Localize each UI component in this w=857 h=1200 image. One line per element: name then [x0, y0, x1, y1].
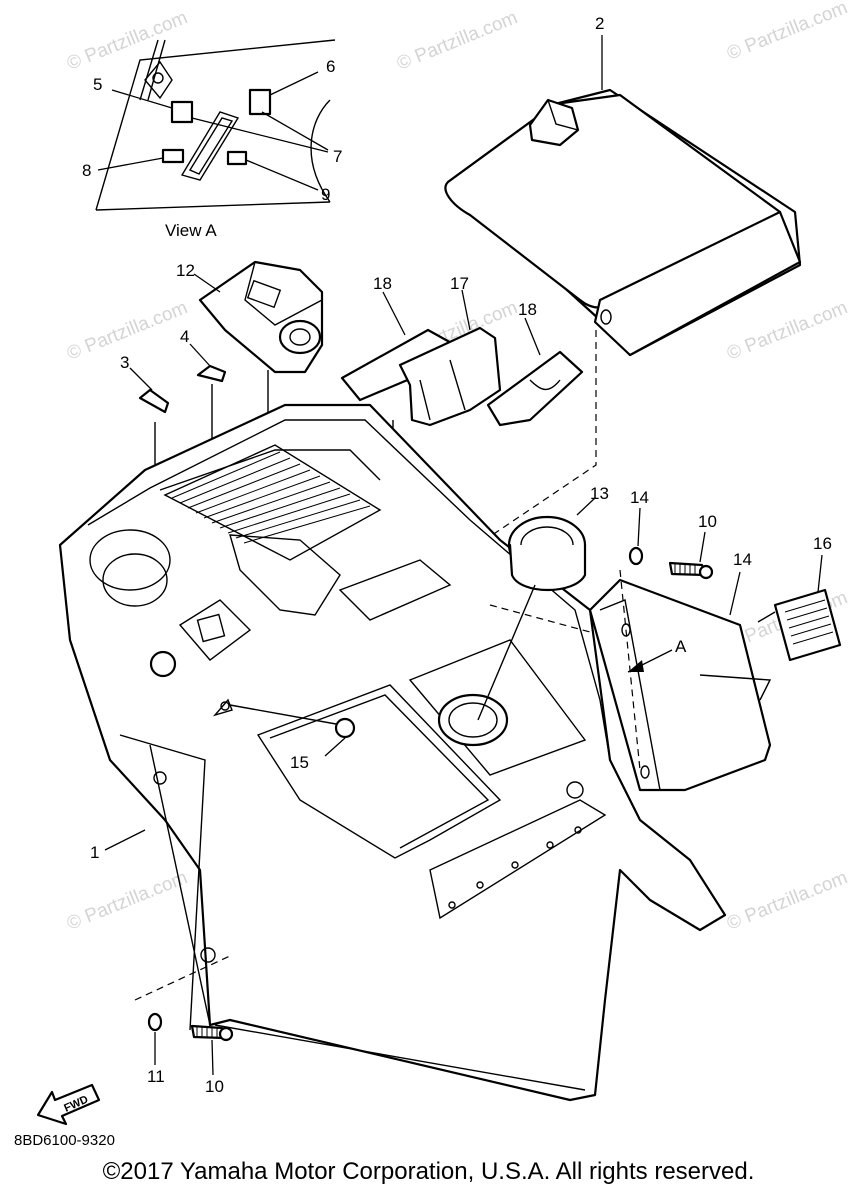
callout-11a: 14: [630, 488, 649, 507]
callout-12: 12: [176, 261, 195, 280]
part-14-side-panel: 14 A: [489, 550, 772, 792]
callout-10a: 10: [698, 512, 717, 531]
copyright-notice: ©2017 Yamaha Motor Corporation, U.S.A. A…: [102, 1158, 755, 1185]
callout-17: 17: [450, 274, 469, 293]
drawing-code: 8BD6100-9320: [14, 1132, 115, 1149]
callout-8: 8: [82, 161, 91, 180]
callout-2: 2: [595, 14, 604, 33]
fwd-arrow-icon: FWD: [36, 1083, 101, 1126]
parts-3-4: 3 4: [120, 327, 227, 640]
callout-11b: 11: [147, 1067, 165, 1086]
callout-18b: 18: [518, 300, 537, 319]
callout-7: 7: [333, 147, 342, 166]
callout-9: 9: [321, 185, 330, 204]
parts-10-11-upper: 14 10: [628, 488, 717, 580]
callout-13: 13: [590, 484, 609, 503]
watermark: © Partzilla.com: [394, 7, 521, 74]
callout-6: 6: [326, 57, 335, 76]
watermark: © Partzilla.com: [724, 297, 851, 364]
callout-3: 3: [120, 353, 129, 372]
view-a-arrow-label: A: [675, 637, 687, 656]
part-15: 15: [229, 704, 356, 772]
part-12: 12: [176, 260, 324, 560]
part-5: [170, 100, 194, 124]
callout-4: 4: [180, 327, 189, 346]
callout-1: 1: [90, 843, 99, 862]
callout-18a: 18: [373, 274, 392, 293]
watermark: © Partzilla.com: [724, 867, 851, 934]
view-a-label: View A: [165, 221, 217, 240]
watermark: © Partzilla.com: [724, 0, 851, 65]
parts-17-18: 18 17 18: [340, 274, 584, 595]
watermark: © Partzilla.com: [64, 867, 191, 934]
callout-14: 14: [733, 550, 752, 569]
part-16-label: 16: [757, 534, 842, 662]
part-6: [248, 88, 272, 116]
callout-15: 15: [290, 753, 309, 772]
callout-10b: 10: [205, 1077, 224, 1096]
view-a-inset: 5 6 7 8 9 View A: [82, 39, 342, 240]
part-1-console: 1: [58, 403, 727, 1102]
callout-16: 16: [813, 534, 832, 553]
watermark: © Partzilla.com: [64, 7, 191, 74]
part-9: [226, 150, 248, 166]
callout-5: 5: [93, 75, 102, 94]
part-8: [161, 148, 185, 164]
parts-10-11-lower: 11 10: [134, 954, 234, 1096]
part-13-grommet: 13: [477, 484, 609, 721]
console-grille: [163, 444, 382, 561]
